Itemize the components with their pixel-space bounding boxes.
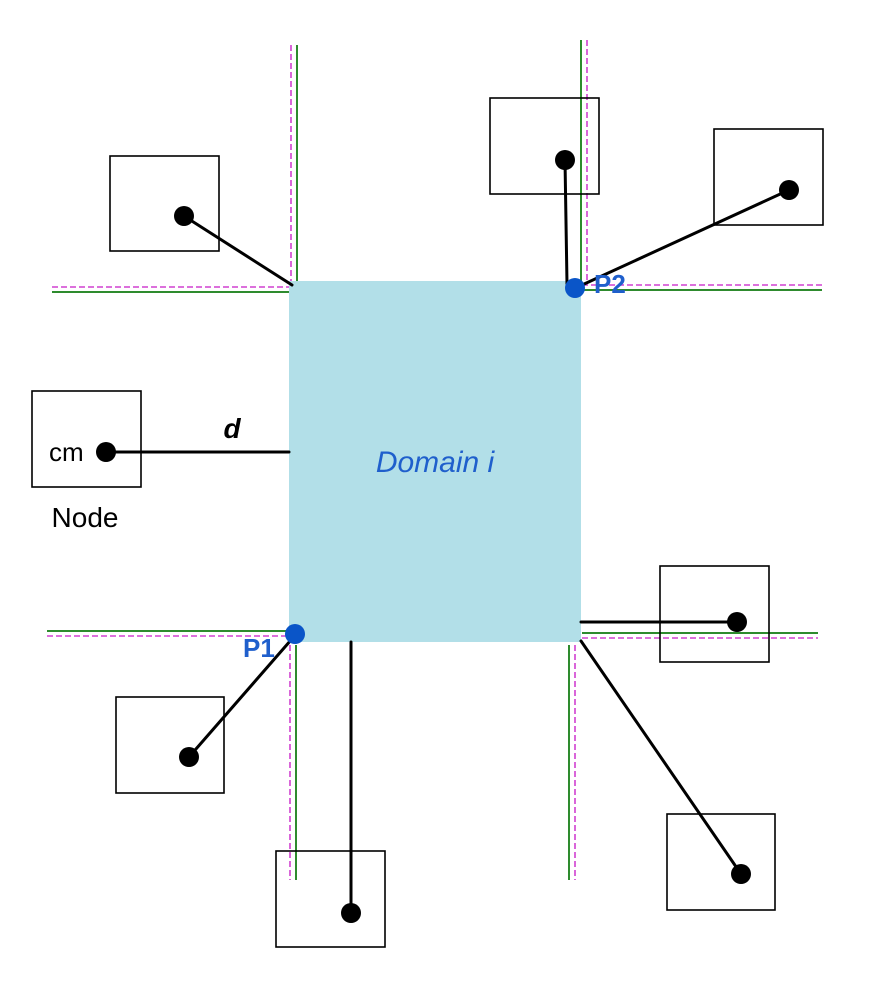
node-center-dot [341,903,361,923]
node-centers [96,150,799,923]
node-box [659,565,770,663]
distance-label: d [223,413,241,444]
node-label: Node [52,502,119,533]
distance-line [187,638,293,759]
point-p1-dot [285,624,305,644]
node-boxes [31,97,824,948]
node-center-dot [174,206,194,226]
node-box [275,850,386,948]
point-p2-dot [565,278,585,298]
boundary-lines [47,40,822,880]
cm-label: cm [49,437,84,467]
node-center-dot [727,612,747,632]
distance-line [563,158,569,286]
point-p2-label: P2 [594,269,626,299]
point-p1-label: P1 [243,633,275,663]
node-box [109,155,220,252]
node-center-dot [555,150,575,170]
node-box [713,128,824,226]
distance-line [580,188,791,287]
node-box [31,390,142,488]
node-center-dot [779,180,799,200]
distance-line [579,639,743,876]
distance-line [182,214,294,287]
node-center-dot [96,442,116,462]
node-center-dot [179,747,199,767]
domain-region [289,281,581,642]
node-box [489,97,600,195]
node-center-dot [731,864,751,884]
node-box [666,813,776,911]
distance-lines [104,158,791,915]
domain-label: Domain i [376,446,496,479]
node-box [115,696,225,794]
